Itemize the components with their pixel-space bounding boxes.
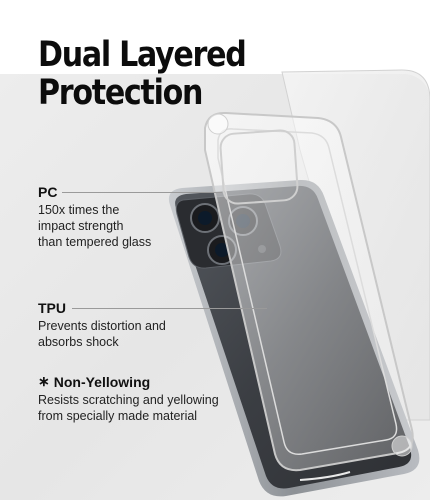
feature-pc-title: PC	[38, 184, 58, 200]
tpu-leader-line	[72, 308, 267, 309]
feature-pc-desc: 150x times the impact strength than temp…	[38, 203, 152, 249]
headline-line-1: Dual Layered	[38, 35, 247, 75]
feature-non-yellowing-desc: Resists scratching and yellowing from sp…	[38, 393, 219, 423]
feature-non-yellowing-title: Non-Yellowing	[53, 373, 151, 390]
feature-tpu-title: TPU	[38, 300, 66, 316]
headline-line-2: Protection	[38, 73, 203, 113]
feature-tpu: TPU Prevents distortion and absorbs shoc…	[38, 300, 166, 350]
asterisk-icon: ∗	[38, 373, 50, 389]
feature-non-yellowing: ∗ Non-Yellowing Resists scratching and y…	[38, 373, 219, 424]
headline: Dual Layered Protection	[38, 35, 247, 113]
feature-pc: PC 150x times the impact strength than t…	[38, 184, 151, 250]
feature-tpu-desc: Prevents distortion and absorbs shock	[38, 319, 166, 349]
clear-case	[204, 111, 414, 472]
pc-leader-line	[62, 192, 222, 193]
